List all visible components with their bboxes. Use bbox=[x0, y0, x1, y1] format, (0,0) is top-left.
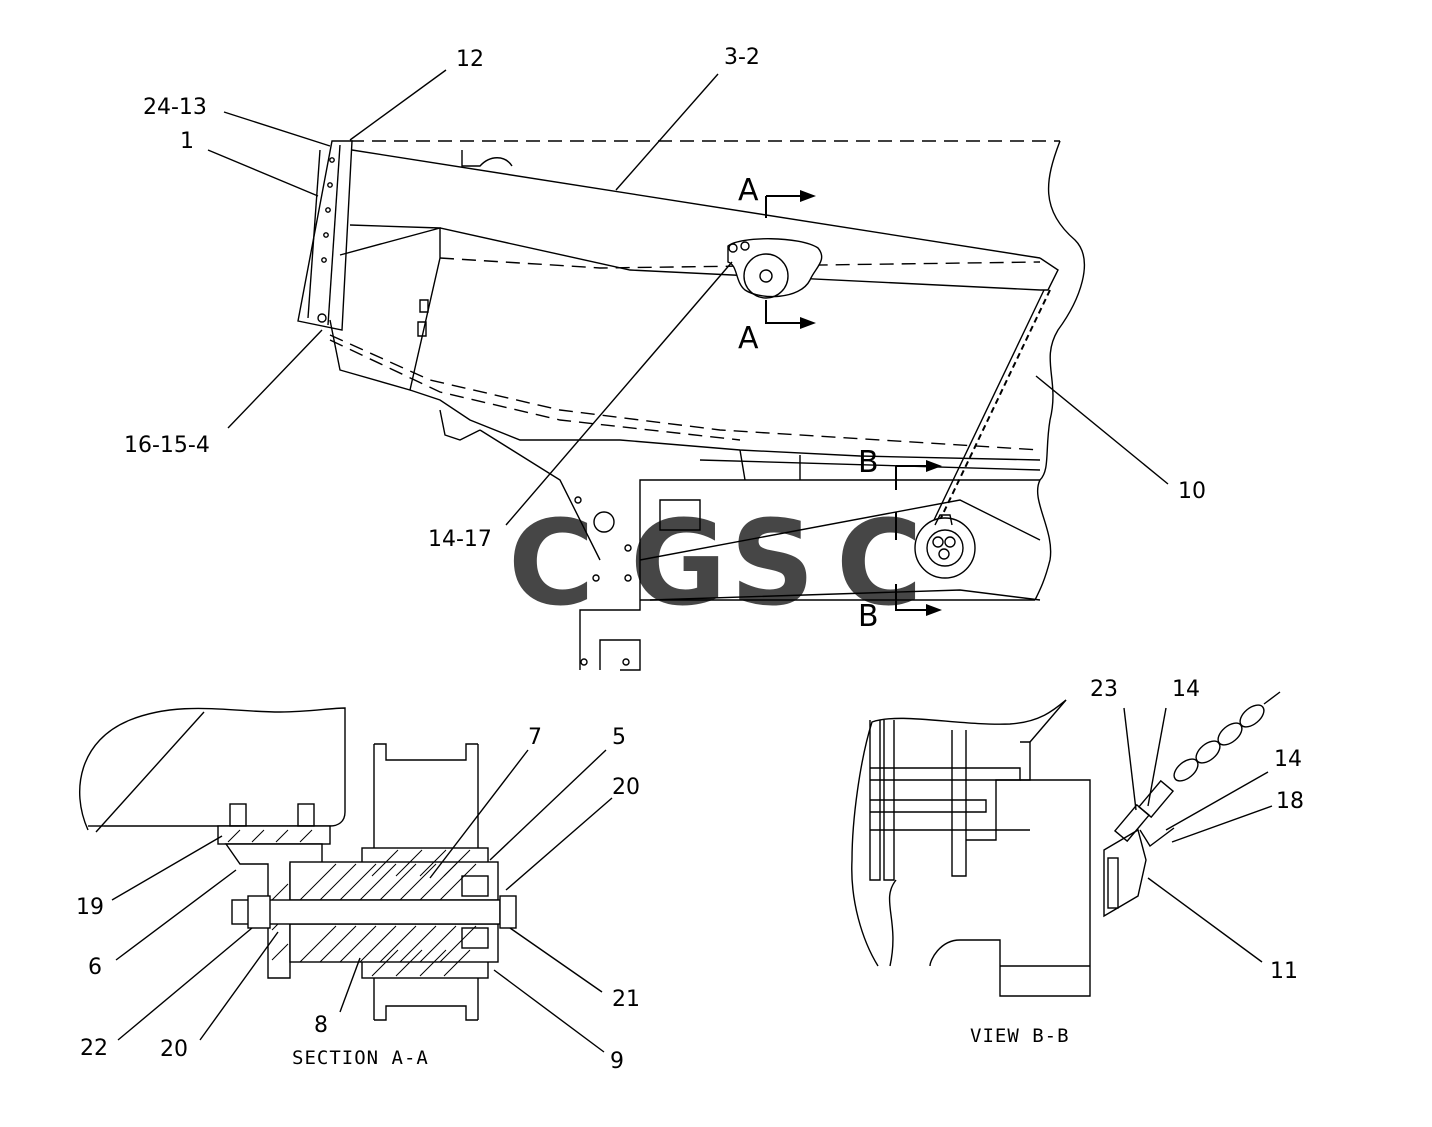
cgsc-watermark: C G S C bbox=[508, 494, 923, 632]
shaft-nut-left bbox=[247, 895, 271, 929]
beam-boss bbox=[461, 150, 513, 167]
view-b-caption: VIEW B-B bbox=[970, 1025, 1070, 1047]
housing-slots bbox=[417, 299, 429, 337]
beam-end-cap bbox=[1039, 257, 1059, 291]
callout-21: 21 bbox=[612, 987, 640, 1012]
main-leader-lines bbox=[207, 69, 1169, 526]
section-a-caption: SECTION A-A bbox=[292, 1047, 429, 1069]
callout-8: 8 bbox=[314, 1013, 328, 1038]
main-assembly-view: A A B B 12 3-2 24-13 1 bbox=[124, 45, 1206, 671]
beam-top-edge bbox=[351, 149, 1041, 259]
callout-14-lower: 14 bbox=[1274, 747, 1302, 772]
plate-bolt-right bbox=[297, 803, 315, 827]
housing-top-dashed bbox=[439, 257, 1041, 269]
callout-11: 11 bbox=[1270, 959, 1298, 984]
shaft-nut-right bbox=[499, 895, 517, 929]
callout-24-13: 24-13 bbox=[143, 95, 207, 120]
center-pivot bbox=[727, 238, 823, 299]
housing-foot bbox=[439, 409, 481, 441]
housing-front bbox=[329, 227, 441, 391]
callout-20-upper: 20 bbox=[612, 775, 640, 800]
view-b-leader-lines bbox=[1123, 707, 1273, 963]
view-b-chain bbox=[1113, 691, 1281, 848]
callout-19: 19 bbox=[76, 895, 104, 920]
plate-bolts bbox=[317, 157, 335, 323]
callout-22: 22 bbox=[80, 1036, 108, 1061]
view-b-block bbox=[929, 779, 1091, 997]
section-a-marker: A A bbox=[738, 173, 816, 356]
section-a-top-label: A bbox=[738, 173, 759, 208]
section-housing bbox=[78, 707, 346, 831]
bushing-upper bbox=[289, 861, 499, 901]
view-b-anchor-bolt bbox=[1107, 857, 1119, 909]
view-b-anchor bbox=[1103, 828, 1147, 918]
section-a-bottom-label: A bbox=[738, 321, 759, 356]
callout-1: 1 bbox=[180, 129, 194, 154]
callout-7: 7 bbox=[528, 725, 542, 750]
section-a-callouts: 7 5 20 19 6 22 20 8 21 9 bbox=[76, 725, 640, 1074]
callout-16-15-4: 16-15-4 bbox=[124, 433, 210, 458]
main-callouts: 12 3-2 24-13 1 16-15-4 14-17 10 bbox=[124, 45, 1206, 552]
end-plate bbox=[297, 140, 353, 331]
watermark-letter-g: G bbox=[630, 494, 727, 632]
end-plate-edge bbox=[307, 149, 321, 319]
beam-lower-edge bbox=[349, 224, 1041, 291]
shaft bbox=[231, 899, 501, 925]
section-hatching bbox=[227, 829, 477, 977]
callout-18: 18 bbox=[1276, 789, 1304, 814]
callout-5: 5 bbox=[612, 725, 626, 750]
hidden-line-2 bbox=[329, 339, 741, 441]
view-b-callouts: 23 14 14 18 11 bbox=[1090, 677, 1304, 984]
housing-bottom bbox=[409, 389, 1041, 461]
section-b-marker: B B bbox=[858, 445, 942, 634]
callout-9: 9 bbox=[610, 1049, 624, 1074]
callout-14-upper: 14 bbox=[1172, 677, 1200, 702]
plate-bolt-left bbox=[229, 803, 247, 827]
lower-frame bbox=[574, 449, 1041, 671]
view-b-rails bbox=[870, 767, 1030, 831]
bolt-head-upper bbox=[461, 875, 489, 897]
bushing-lower bbox=[289, 923, 499, 963]
frame-diagonal bbox=[479, 429, 601, 561]
watermark-letter-s: S bbox=[730, 494, 815, 632]
view-b-b: 23 14 14 18 11 VIEW B-B bbox=[851, 677, 1304, 1047]
callout-12: 12 bbox=[456, 47, 484, 72]
section-a-a-view: 7 5 20 19 6 22 20 8 21 9 SECTION A-A bbox=[76, 707, 640, 1074]
break-line-lower bbox=[1034, 479, 1052, 601]
hidden-line-1 bbox=[329, 334, 1041, 451]
watermark-letter-c2: C bbox=[836, 494, 923, 632]
break-line-right bbox=[1039, 140, 1085, 481]
chain-anchor bbox=[914, 514, 976, 579]
section-b-bottom-label: B bbox=[858, 599, 879, 634]
section-housing-hatch bbox=[95, 711, 205, 833]
callout-3-2: 3-2 bbox=[724, 45, 760, 70]
chain bbox=[933, 289, 1051, 521]
watermark-letter-c1: C bbox=[508, 494, 595, 632]
view-b-outline bbox=[851, 699, 1067, 967]
callout-20-lower: 20 bbox=[160, 1037, 188, 1062]
section-b-top-label: B bbox=[858, 445, 879, 480]
callout-10: 10 bbox=[1178, 479, 1206, 504]
bolt-head-lower bbox=[461, 927, 489, 949]
end-plate-edge-inner bbox=[327, 144, 341, 326]
callout-6: 6 bbox=[88, 955, 102, 980]
section-a-leader-lines bbox=[111, 749, 613, 1053]
callout-14-17: 14-17 bbox=[428, 527, 492, 552]
view-b-post-3 bbox=[951, 730, 967, 877]
callout-23: 23 bbox=[1090, 677, 1118, 702]
